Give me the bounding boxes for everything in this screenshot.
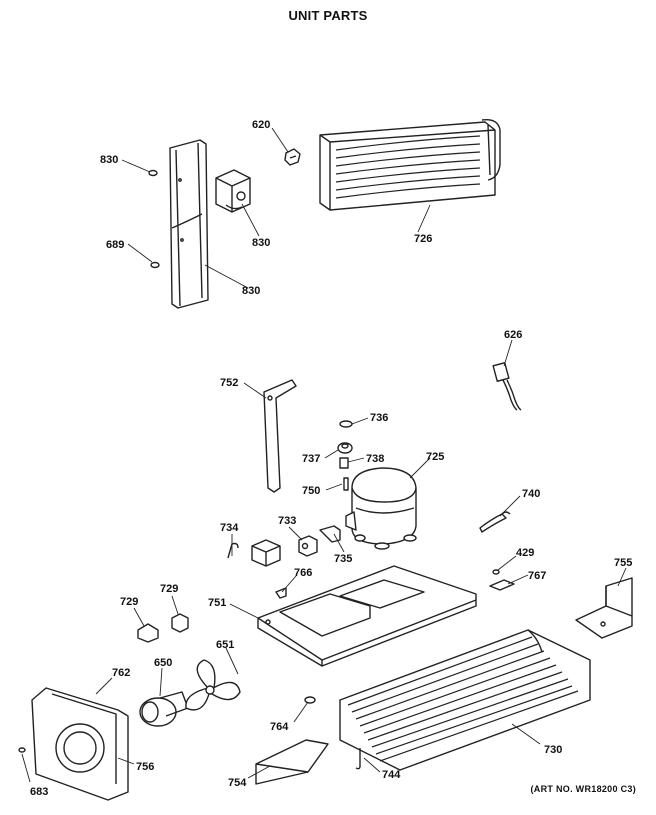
- callout-620: 620: [252, 119, 270, 131]
- callout-754: 754: [228, 777, 247, 789]
- art-number: (ART NO. WR18200 C3): [530, 784, 636, 794]
- fan-shroud-762: [31, 687, 129, 801]
- callout-736: 736: [370, 412, 388, 424]
- clamp-729-right: [171, 613, 189, 633]
- callout-762: 762: [112, 667, 130, 679]
- callout-725: 725: [426, 451, 444, 463]
- relay-733: [298, 535, 318, 557]
- grommet-737: [337, 442, 353, 454]
- callout-651: 651: [216, 639, 234, 651]
- callout-737: 737: [302, 453, 320, 465]
- clamp-729-left: [137, 623, 159, 643]
- callout-755: 755: [614, 557, 632, 569]
- strap-752: [263, 379, 297, 493]
- bracket-830: [169, 139, 209, 309]
- callout-735: 735: [334, 553, 352, 565]
- callout-750: 750: [302, 485, 320, 497]
- bracket-755: [575, 577, 633, 639]
- sleeve-738: [339, 457, 349, 469]
- grommet-736: [339, 420, 353, 428]
- screw-683: [18, 747, 26, 753]
- pin-750: [343, 477, 349, 491]
- screw-429: [492, 569, 500, 575]
- callout-764: 764: [270, 721, 289, 733]
- callout-766: 766: [294, 567, 312, 579]
- callout-752: 752: [220, 377, 238, 389]
- condenser-coil-726: [319, 119, 501, 211]
- fan-blade-651: [185, 659, 241, 711]
- cord-626: [492, 362, 522, 411]
- callout-labels: 620 726 830 830 830 689 626 752 736 737 …: [30, 119, 632, 798]
- callout-730: 730: [544, 744, 562, 756]
- evaporator-coil-730: [339, 629, 591, 771]
- wire-740: [479, 511, 511, 533]
- screw-764: [304, 696, 316, 704]
- connector-734: [227, 539, 281, 567]
- callout-729-left: 729: [120, 596, 138, 608]
- leader-lines: [21, 127, 627, 783]
- pin-744: [355, 748, 361, 770]
- drain-tray-754: [255, 739, 329, 785]
- base-tray-751: [257, 565, 477, 667]
- callout-726: 726: [414, 233, 432, 245]
- fan-motor-650: [139, 691, 189, 727]
- screw-689: [150, 261, 160, 269]
- callout-734: 734: [220, 522, 239, 534]
- callout-683: 683: [30, 786, 48, 798]
- callout-751: 751: [208, 597, 226, 609]
- clip-620: [284, 148, 301, 166]
- callout-740: 740: [522, 488, 540, 500]
- callout-830-clamp: 830: [252, 237, 270, 249]
- callout-733: 733: [278, 515, 296, 527]
- callout-756: 756: [136, 761, 154, 773]
- callout-626: 626: [504, 329, 522, 341]
- callout-744: 744: [382, 769, 401, 781]
- screw-830: [148, 169, 158, 177]
- callout-429: 429: [516, 547, 534, 559]
- diagram-title: UNIT PARTS: [288, 8, 368, 23]
- callout-729-right: 729: [160, 583, 178, 595]
- clip-767: [489, 579, 515, 591]
- clamp-830: [215, 169, 251, 213]
- clip-735: [319, 525, 341, 543]
- callout-767: 767: [528, 570, 546, 582]
- callout-738: 738: [366, 453, 384, 465]
- callout-830-screw: 830: [100, 154, 118, 166]
- compressor-725: [345, 467, 417, 550]
- callout-689: 689: [106, 239, 124, 251]
- callout-830-bracket: 830: [242, 285, 260, 297]
- callout-650: 650: [154, 657, 172, 669]
